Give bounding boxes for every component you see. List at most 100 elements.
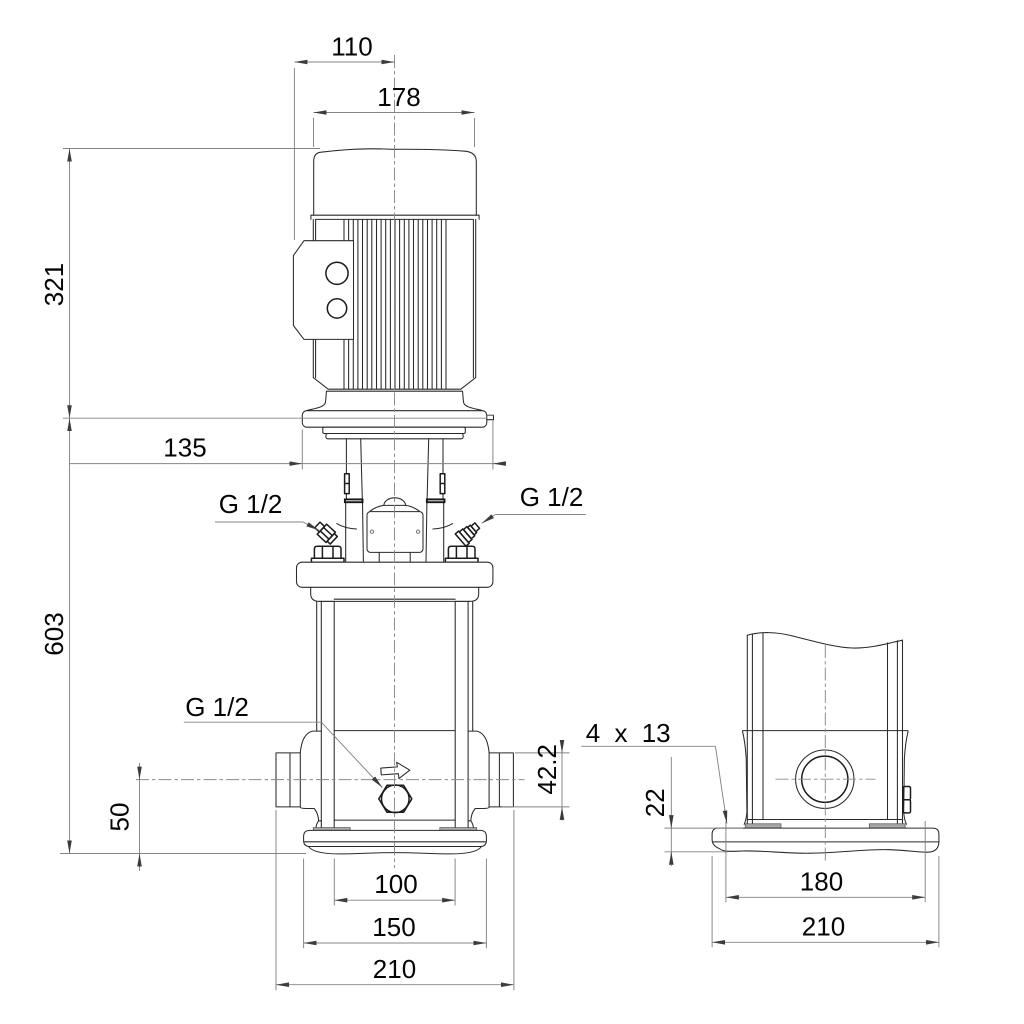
- base-skirt: [307, 845, 483, 855]
- dim-210-side: 210: [711, 856, 940, 948]
- flow-direction-arrow: [380, 761, 411, 780]
- label-plug-left: G 1/2: [215, 489, 320, 531]
- fan-cover: [313, 148, 477, 216]
- plug-right-label: G 1/2: [520, 482, 584, 512]
- pump-head-surface-left: [336, 523, 358, 530]
- dim-135-label: 135: [163, 432, 206, 462]
- flange-shoulder-right: [454, 586, 480, 602]
- side-contact-pad-left: [744, 823, 782, 829]
- coupling: [366, 511, 424, 553]
- dim-180-label: 180: [800, 866, 843, 896]
- vent-plug-right: [454, 522, 481, 547]
- staybolt-nut-right: [444, 545, 479, 563]
- front-view: [275, 148, 514, 855]
- nameplate-clip: [902, 785, 912, 814]
- plug-left-leader: [302, 521, 320, 531]
- dim-178: 178: [313, 82, 475, 147]
- base-front: [303, 827, 487, 855]
- dim-100-label: 100: [374, 869, 417, 899]
- side-view: [711, 632, 940, 854]
- dim-321-ext: [60, 148, 487, 854]
- side-base-plate: [711, 827, 940, 854]
- bolt-holes-leader: [714, 746, 728, 824]
- plug-right-leader: [481, 514, 496, 524]
- dim-180-ext: [725, 821, 926, 903]
- stool-leg-clip-left: [343, 473, 350, 495]
- dim-150-label: 150: [372, 912, 415, 942]
- drain-plug: [378, 784, 413, 814]
- staybolt-rods: [320, 600, 469, 830]
- stool-joint-band-left: [343, 498, 364, 504]
- coupling-screw-left: [369, 529, 375, 534]
- dim-135: 135: [69, 420, 506, 470]
- side-base-flare-left: [742, 731, 748, 825]
- drain-label: G 1/2: [185, 692, 249, 722]
- dimensions: 110 178 321 603 135 G 1/2 G 1/2 G 1/2 50…: [39, 32, 940, 991]
- rod-foot-right: [467, 820, 474, 829]
- cable-entry-hole-bottom: [326, 297, 348, 319]
- port-left-boss: [299, 730, 322, 822]
- motor-flange: [305, 390, 484, 412]
- priming-plug-left: [314, 521, 339, 545]
- pump-head-surface-right: [432, 523, 454, 530]
- dim-42-2-label: 42.2: [532, 744, 562, 795]
- cable-entry-hole-top: [325, 261, 349, 286]
- centerlines: [136, 55, 876, 868]
- suction-port-left: [275, 730, 322, 822]
- break-line-wave: [746, 632, 904, 649]
- stool-leg-left: [345, 438, 364, 563]
- sleeve-sides: [333, 600, 456, 829]
- staybolt-outer-pair: [316, 600, 474, 732]
- coupling-guard-lines: [378, 551, 411, 563]
- dim-100-ext: [333, 858, 456, 906]
- dim-50-label: 50: [104, 803, 134, 832]
- stool-leg-right: [425, 438, 445, 563]
- dim-50: 50: [104, 763, 142, 871]
- port-right-boss: [467, 730, 490, 822]
- stool-joint-band-right: [425, 498, 446, 504]
- dim-42-2-ext: [502, 752, 570, 808]
- dim-603: 603: [39, 418, 72, 854]
- dim-180: 180: [725, 821, 926, 903]
- dim-22: 22: [640, 757, 743, 866]
- dim-42-2: 42.2: [502, 739, 570, 821]
- label-drain: G 1/2: [183, 692, 383, 788]
- coupling-screw-right: [415, 529, 421, 534]
- dim-210-front: 210: [275, 810, 515, 991]
- dim-22-label: 22: [640, 788, 670, 817]
- dim-22-ext: [664, 827, 743, 853]
- side-base-flare-right: [903, 731, 909, 825]
- plug-left-label: G 1/2: [219, 489, 283, 519]
- side-sleeve-edges: [762, 632, 889, 821]
- motor-stool-plate-tab: [486, 414, 495, 421]
- flange-shoulder-left: [310, 586, 335, 602]
- bolt-holes-label: 4 x 13: [586, 718, 671, 748]
- dim-150: 150: [303, 858, 487, 949]
- stool-leg-clip-right: [439, 473, 446, 495]
- discharge-port-right: [467, 730, 514, 822]
- rod-foot-left: [315, 820, 322, 829]
- drain-plug-circle: [380, 784, 410, 814]
- dim-210-side-ext: [711, 856, 940, 948]
- staybolt-nut-left: [310, 545, 345, 563]
- dim-178-label: 178: [377, 82, 420, 112]
- motor-cooling-fins: [343, 218, 447, 390]
- dim-210-side-label: 210: [802, 911, 845, 941]
- dim-100: 100: [333, 858, 456, 906]
- shaft-seal-area: [310, 497, 481, 563]
- dim-603-label: 603: [39, 612, 69, 655]
- side-staybolts: [746, 633, 904, 825]
- label-plug-right: G 1/2: [481, 482, 586, 524]
- dim-150-ext: [303, 858, 487, 949]
- dim-321-label: 321: [39, 263, 69, 306]
- dim-110-label: 110: [331, 32, 372, 62]
- fan-cover-lip: [310, 214, 480, 220]
- motor: [292, 148, 484, 412]
- dim-178-ext: [313, 118, 475, 147]
- dim-210-front-ext: [275, 810, 515, 991]
- label-bolt-holes: 4 x 13: [581, 718, 728, 824]
- dim-321: 321: [39, 148, 494, 854]
- terminal-box: [292, 240, 355, 340]
